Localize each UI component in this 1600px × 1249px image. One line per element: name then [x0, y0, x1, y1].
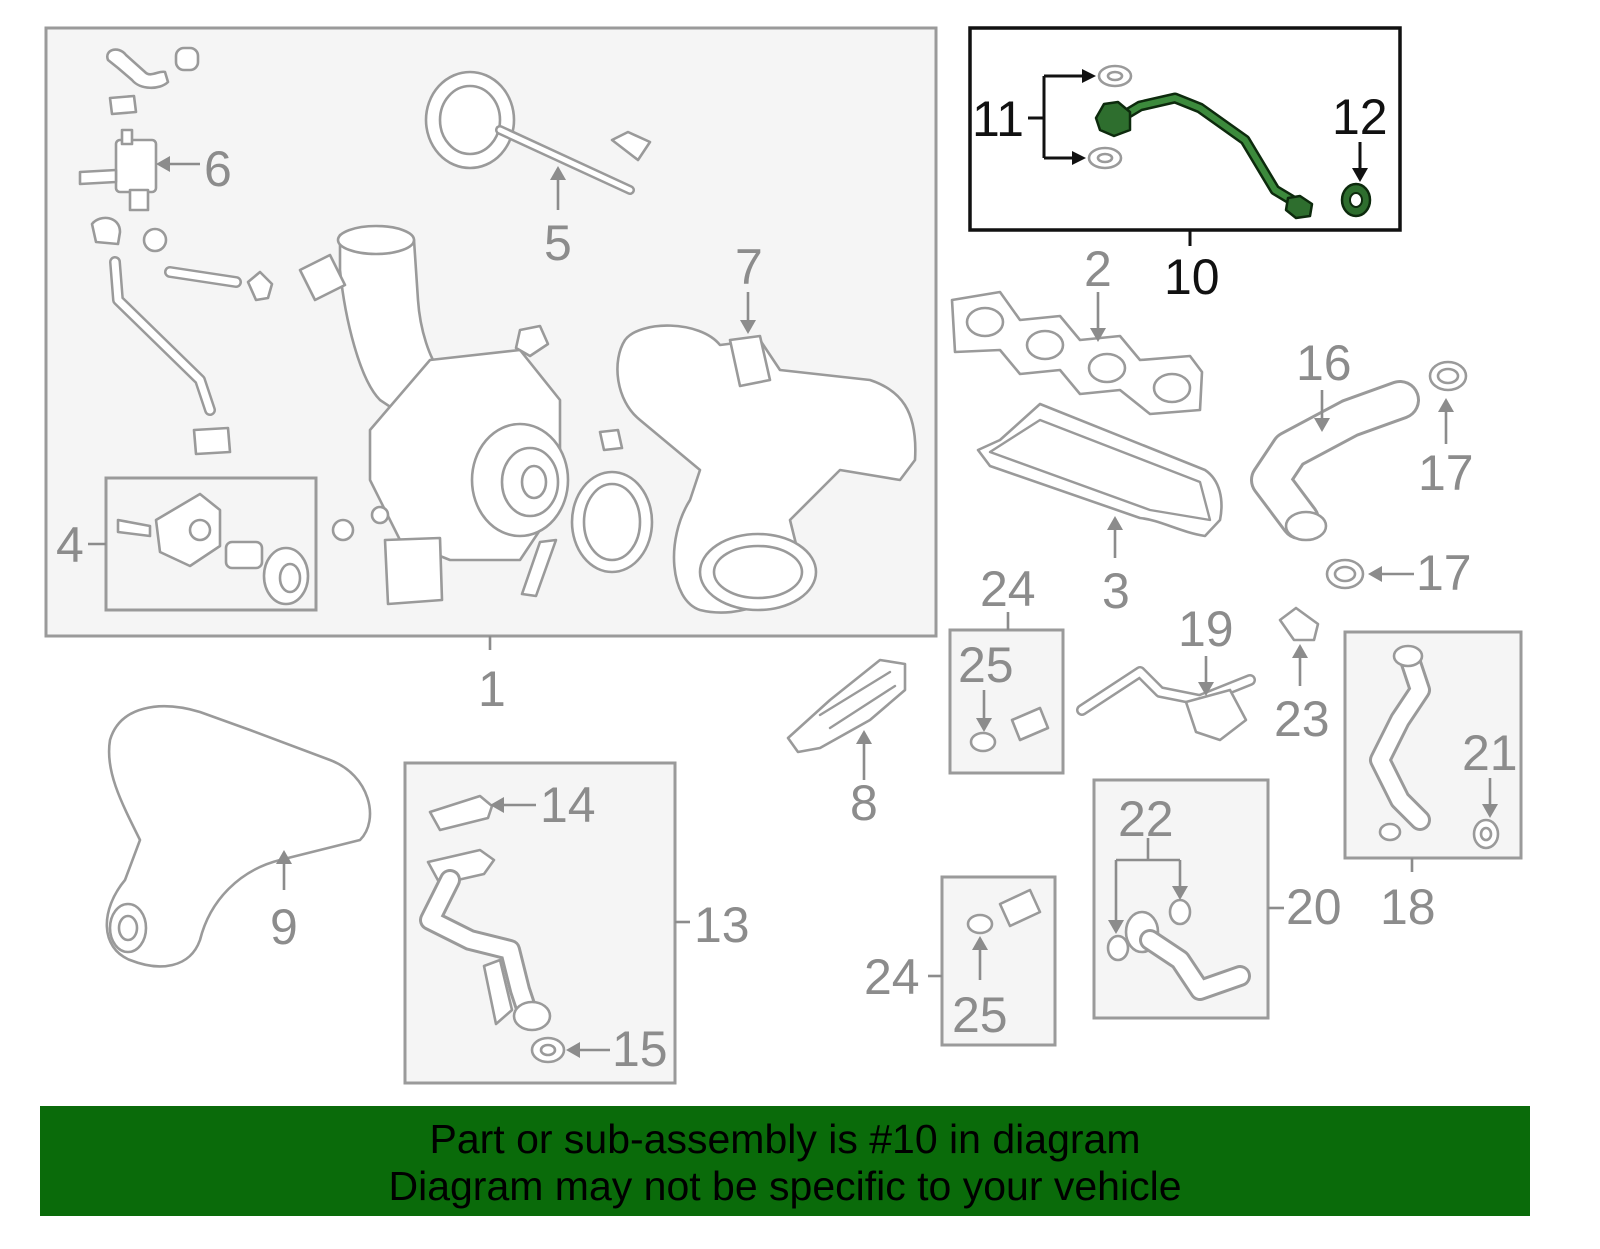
part-13-oil-return: [419, 794, 552, 1032]
part-17-clamps: [1325, 360, 1468, 590]
leader-lines: [88, 69, 1498, 1058]
part-4-sensor: [116, 492, 310, 606]
callout-17-lower: 17: [1416, 545, 1472, 601]
part-18-pipe: [1369, 644, 1431, 842]
callout-4: 4: [56, 517, 84, 573]
part-24-box-upper: [948, 628, 1065, 775]
callout-24-lower: 24: [864, 949, 920, 1005]
callout-7: 7: [735, 239, 763, 295]
part-10-box: [968, 26, 1402, 232]
part-1-turbocharger: [298, 224, 654, 606]
callout-10: 10: [1164, 249, 1220, 305]
callout-24: 24: [980, 561, 1036, 617]
part-21-washer: [1472, 818, 1500, 850]
callout-9: 9: [270, 899, 298, 955]
part-12-washer: [1340, 182, 1372, 218]
part-5-actuator: [424, 70, 652, 195]
part-11-washers: [1087, 64, 1133, 170]
callout-6: 6: [204, 141, 232, 197]
callout-5: 5: [544, 215, 572, 271]
callout-14: 14: [540, 777, 596, 833]
part-19-coolant-pipe: [1076, 666, 1256, 742]
info-banner: Part or sub-assembly is #10 in diagram D…: [40, 1106, 1530, 1216]
callout-23: 23: [1274, 691, 1330, 747]
callout-25-lower: 25: [952, 987, 1008, 1043]
part-15-washer: [530, 1036, 566, 1064]
callout-15: 15: [612, 1021, 668, 1077]
part-20-pipe: [1106, 898, 1251, 1001]
callout-19: 19: [1178, 601, 1234, 657]
callout-2: 2: [1084, 241, 1112, 297]
part-7-exhaust-manifold: [616, 324, 917, 614]
callout-22: 22: [1118, 791, 1174, 847]
banner-line-2: Diagram may not be specific to your vehi…: [388, 1163, 1182, 1209]
callout-17: 17: [1418, 445, 1474, 501]
callout-21: 21: [1462, 725, 1518, 781]
callout-18: 18: [1380, 879, 1436, 935]
callout-16: 16: [1296, 335, 1352, 391]
callout-20: 20: [1286, 879, 1342, 935]
callout-3: 3: [1102, 563, 1130, 619]
callout-12: 12: [1332, 89, 1388, 145]
part-24-sensor-lower: [966, 888, 1042, 935]
callout-13: 13: [694, 897, 750, 953]
part-8-heat-shield: [786, 658, 907, 754]
part-16-hose: [1250, 380, 1420, 542]
callout-11: 11: [972, 91, 1024, 147]
part-10-oil-pipe: [1094, 92, 1314, 220]
part-2-gasket: [950, 290, 1204, 416]
banner-line-1: Part or sub-assembly is #10 in diagram: [429, 1116, 1141, 1162]
part-23-clip: [1278, 606, 1320, 642]
part-9-heat-shield: [105, 705, 372, 968]
callout-1: 1: [478, 661, 506, 717]
part-24-sensor-upper: [969, 706, 1050, 753]
callout-25: 25: [958, 637, 1014, 693]
callout-8: 8: [850, 775, 878, 831]
part-3-gasket: [976, 402, 1223, 538]
part-6-solenoid-group: [78, 46, 274, 456]
